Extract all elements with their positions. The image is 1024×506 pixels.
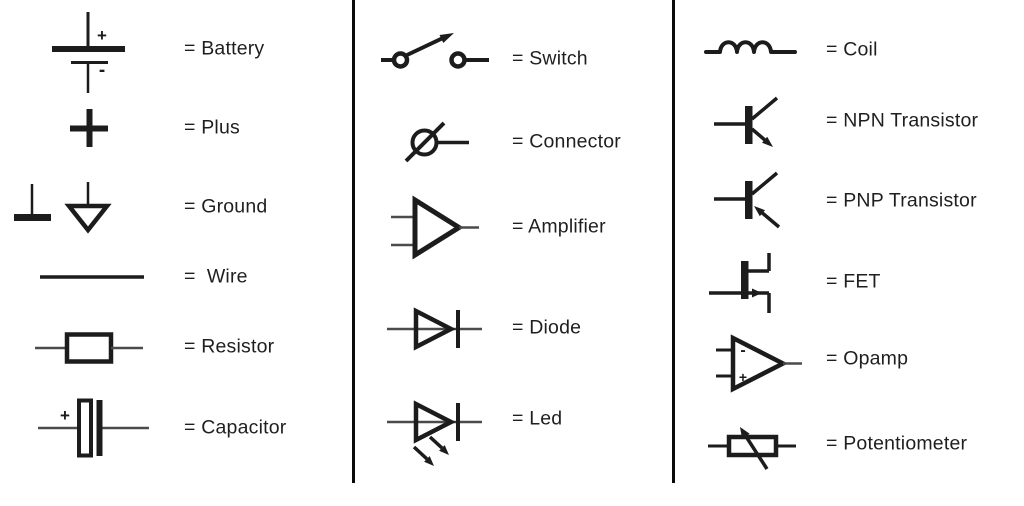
connector-symbol-icon bbox=[404, 121, 469, 163]
wire-label: = Wire bbox=[184, 265, 248, 288]
opamp-plus-sign: + bbox=[739, 369, 747, 385]
battery-symbol-icon: + - bbox=[52, 12, 125, 93]
pnp-transistor-symbol-icon bbox=[714, 171, 781, 229]
potentiometer-label: = Potentiometer bbox=[826, 432, 968, 455]
connector-label: = Connector bbox=[512, 130, 621, 153]
plus-label: = Plus bbox=[184, 116, 240, 139]
fet-symbol-icon bbox=[709, 253, 771, 313]
opamp-symbol-icon: - + bbox=[716, 334, 802, 393]
resistor-label: = Resistor bbox=[184, 335, 275, 358]
amplifier-symbol-icon bbox=[391, 195, 479, 260]
coil-label: = Coil bbox=[826, 38, 878, 61]
column-divider-right bbox=[672, 0, 675, 483]
column-divider-left bbox=[352, 0, 355, 483]
capacitor-plus-sign: + bbox=[60, 406, 70, 425]
npn-transistor-label: = NPN Transistor bbox=[826, 109, 979, 132]
diode-symbol-icon bbox=[387, 307, 482, 351]
ground-symbol-icon bbox=[14, 182, 112, 234]
fet-label: = FET bbox=[826, 270, 881, 293]
battery-plus-sign: + bbox=[97, 26, 107, 45]
capacitor-symbol-icon: + bbox=[38, 398, 149, 458]
led-label: = Led bbox=[512, 407, 563, 430]
switch-symbol-icon bbox=[381, 33, 489, 69]
diode-label: = Diode bbox=[512, 316, 582, 339]
resistor-symbol-icon bbox=[35, 332, 143, 364]
capacitor-label: = Capacitor bbox=[184, 416, 287, 439]
opamp-label: = Opamp bbox=[826, 347, 909, 370]
amplifier-label: = Amplifier bbox=[512, 215, 606, 238]
plus-symbol-icon bbox=[70, 109, 108, 147]
npn-transistor-symbol-icon bbox=[714, 96, 779, 147]
ground-label: = Ground bbox=[184, 195, 268, 218]
battery-minus-sign: - bbox=[99, 60, 105, 81]
led-symbol-icon bbox=[387, 400, 482, 466]
battery-label: = Battery bbox=[184, 37, 265, 60]
pnp-transistor-label: = PNP Transistor bbox=[826, 189, 977, 212]
opamp-minus-sign: - bbox=[740, 342, 745, 359]
potentiometer-symbol-icon bbox=[708, 427, 796, 470]
wire-symbol-icon bbox=[40, 275, 144, 279]
coil-symbol-icon bbox=[704, 40, 797, 54]
switch-label: = Switch bbox=[512, 47, 588, 70]
